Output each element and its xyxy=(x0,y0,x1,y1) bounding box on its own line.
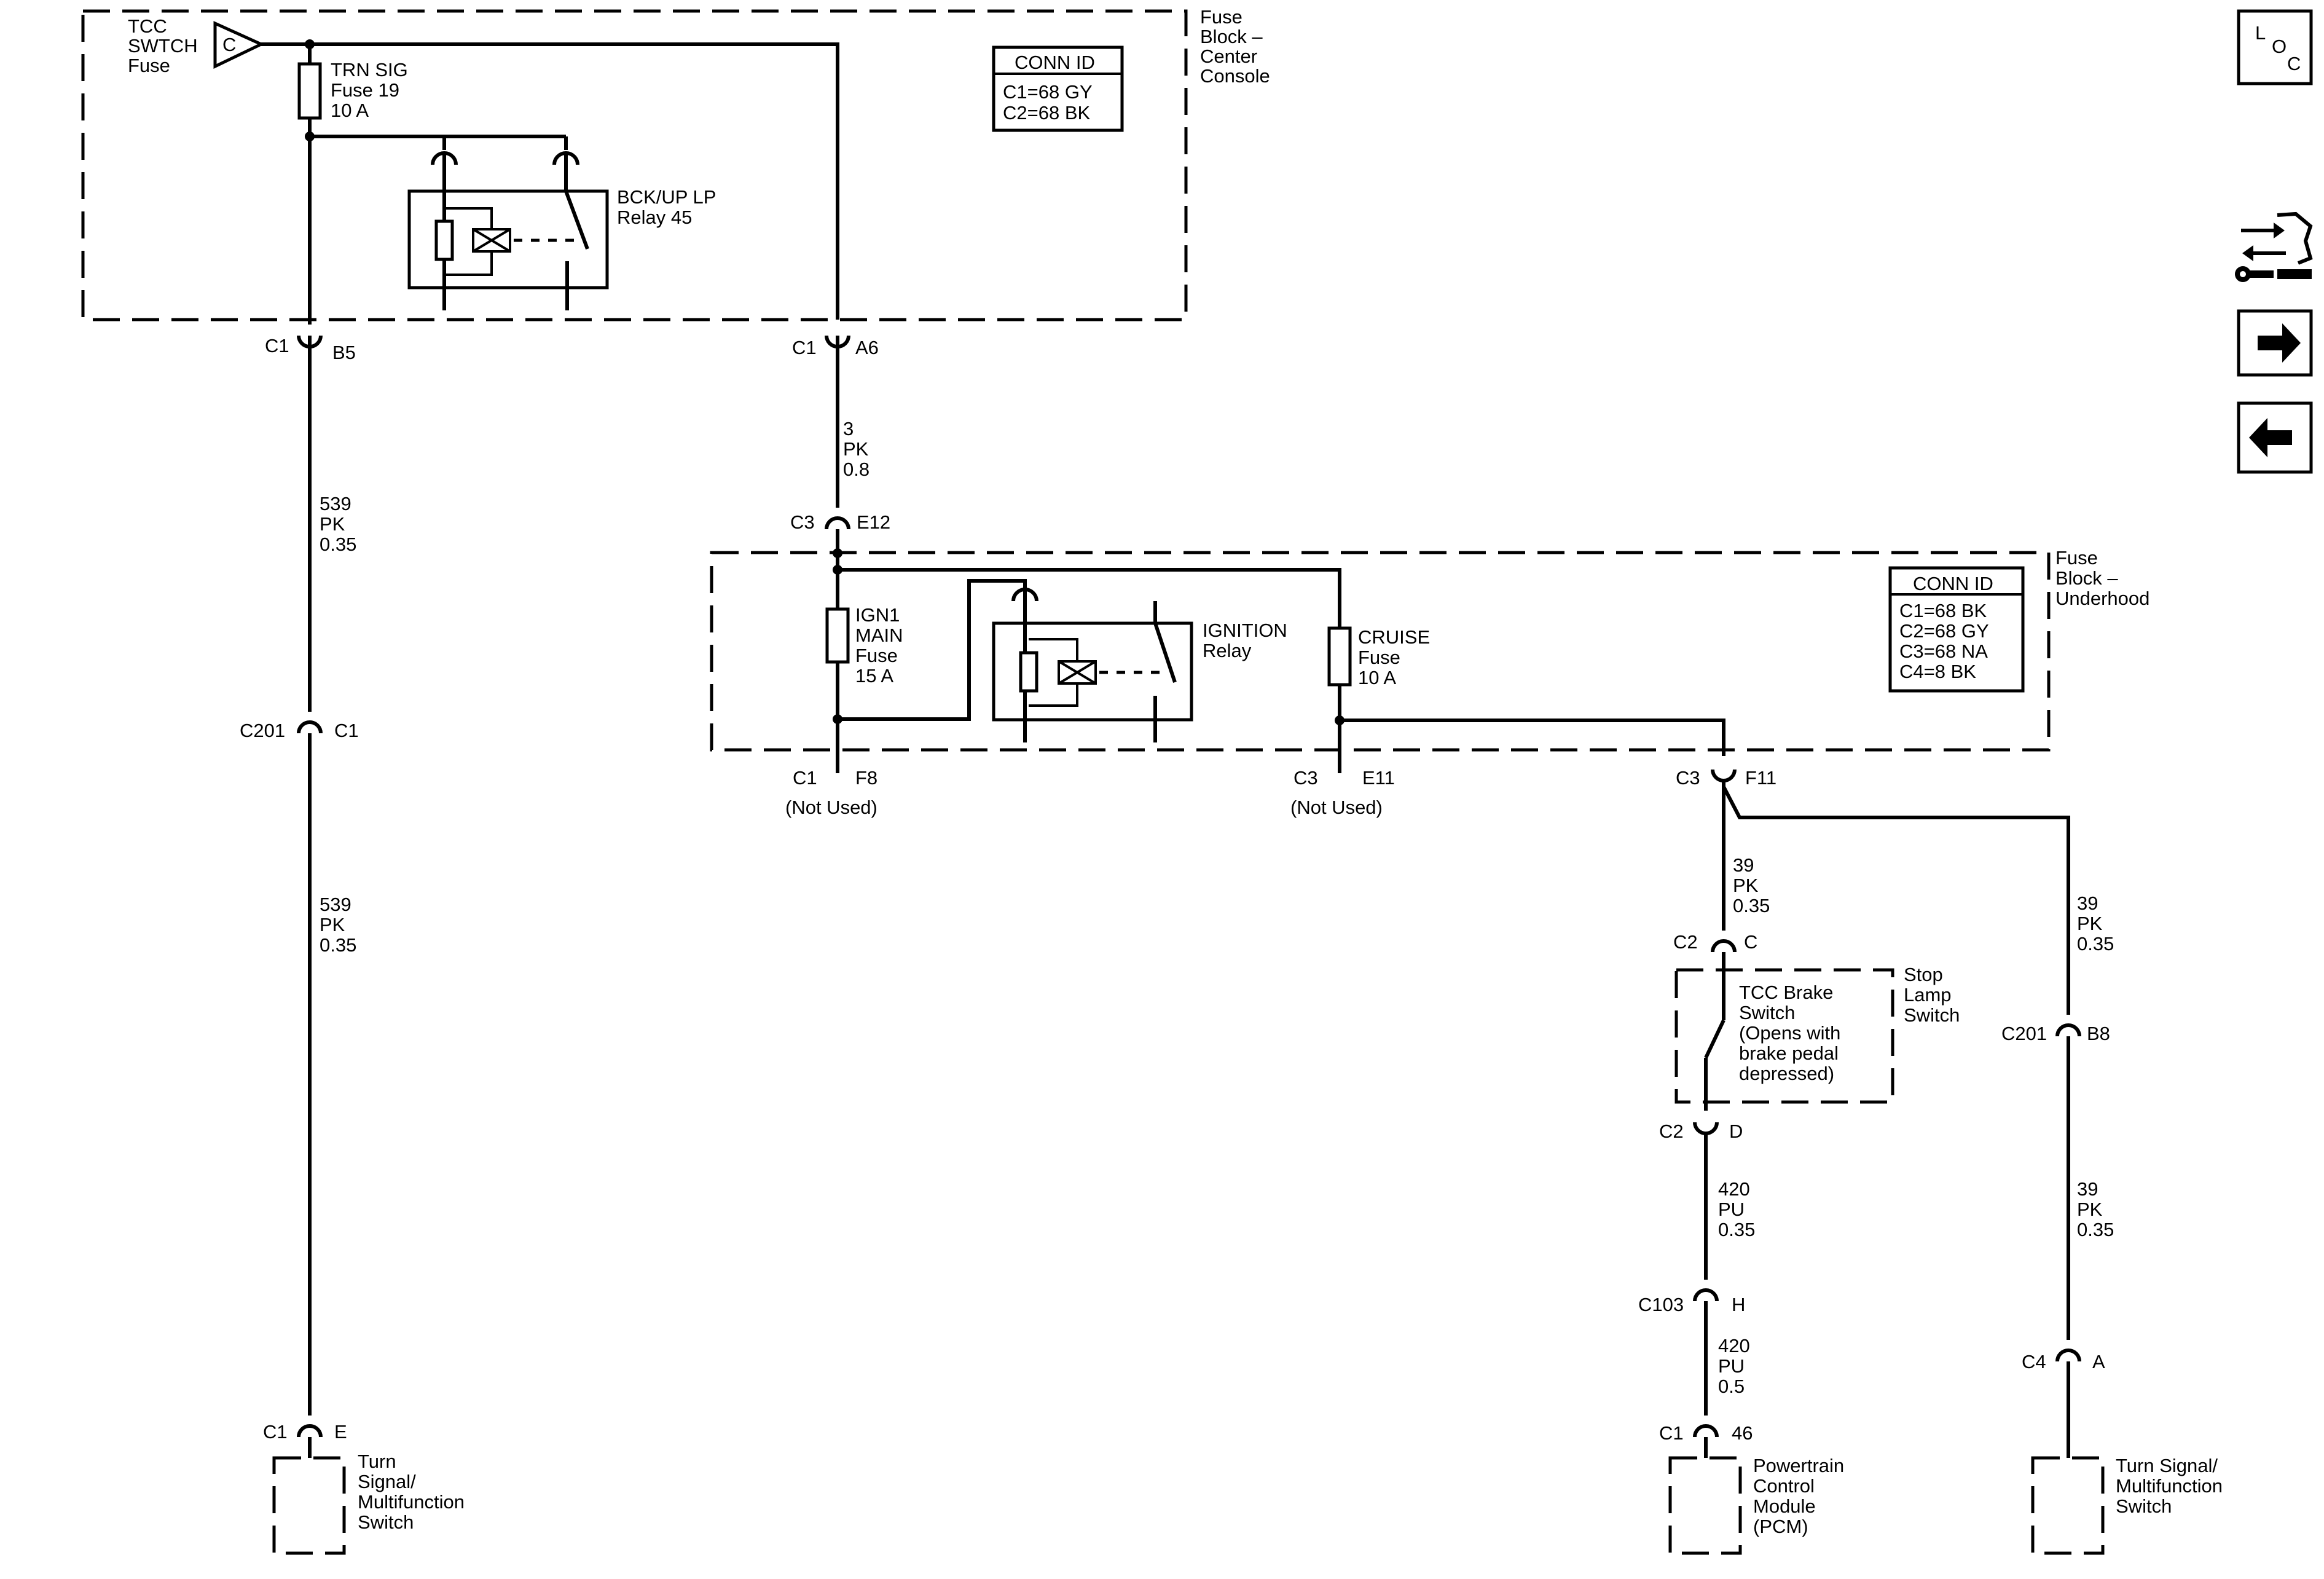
svg-text:C2=68 GY: C2=68 GY xyxy=(1899,620,1989,642)
wire-539-b: 539 PK 0.35 xyxy=(320,894,356,956)
connector-c201-b8 xyxy=(2055,1023,2081,1037)
not-used-label-f8: (Not Used) xyxy=(785,797,877,818)
underhood-fuse-block-outline xyxy=(710,551,2051,752)
pcm-label: Powertrain Control Module (PCM) xyxy=(1753,1455,1850,1537)
bckup-lp-relay xyxy=(407,136,609,310)
cruise-fuse-label: CRUISE Fuse 10 A xyxy=(1358,626,1435,688)
wire-420-b: 420 PU 0.5 xyxy=(1718,1335,1755,1397)
connector-c3-f11 xyxy=(1711,769,1737,782)
previous-arrow-icon[interactable] xyxy=(2237,401,2313,474)
svg-text:C1=68 GY: C1=68 GY xyxy=(1003,81,1093,103)
stop-lamp-switch-label: Stop Lamp Switch xyxy=(1904,964,1960,1026)
tcc-brake-switch xyxy=(1704,952,1725,1111)
connector-c103-h xyxy=(1693,1288,1719,1302)
feed-wire-a6 xyxy=(261,42,839,320)
ign1-main-fuse-label: IGN1 MAIN Fuse 15 A xyxy=(855,604,908,687)
svg-text:C1: C1 xyxy=(792,337,817,358)
svg-text:46: 46 xyxy=(1732,1422,1753,1444)
svg-text:E11: E11 xyxy=(1362,767,1395,789)
ignition-relay-label: IGNITION Relay xyxy=(1203,620,1292,661)
svg-text:C: C xyxy=(1744,931,1757,953)
stop-lamp-switch-outline xyxy=(1674,968,1894,1104)
wire-420-a: 420 PU 0.35 xyxy=(1718,1178,1755,1240)
svg-text:A: A xyxy=(2092,1351,2105,1372)
next-arrow-icon[interactable] xyxy=(2237,309,2313,377)
wire-39-a: 39 PK 0.35 xyxy=(1733,854,1770,916)
svg-text:C103: C103 xyxy=(1638,1294,1684,1315)
trn-sig-fuse xyxy=(297,62,322,120)
turn-signal-switch-left-label: Turn Signal/ Multifunction Switch xyxy=(358,1451,470,1533)
wire-539-a: 539 PK 0.35 xyxy=(320,493,356,555)
loc-icon[interactable]: L O C xyxy=(2237,9,2313,85)
connector-c2-c xyxy=(1711,939,1737,953)
turn-signal-switch-left xyxy=(272,1456,346,1555)
connector-c3-e12 xyxy=(825,516,850,530)
svg-text:C201: C201 xyxy=(240,720,285,741)
cruise-fuse xyxy=(1327,626,1352,687)
connector-c1-e xyxy=(297,1424,323,1438)
pcm-module xyxy=(1668,1456,1742,1555)
underhood-block-title: Fuse Block – Underhood xyxy=(2055,547,2149,609)
center-console-block-title: Fuse Block – Center Console xyxy=(1200,6,1270,87)
connector-c201-c1 xyxy=(297,720,323,734)
tcc-brake-switch-label: TCC Brake Switch (Opens with brake pedal… xyxy=(1739,982,1846,1084)
turn-signal-switch-right xyxy=(2031,1456,2105,1555)
svg-text:E12: E12 xyxy=(857,511,890,533)
connector-c4-a xyxy=(2055,1349,2081,1362)
svg-text:C1: C1 xyxy=(793,767,817,789)
svg-text:C4=8 BK: C4=8 BK xyxy=(1899,661,1976,682)
wire-39-b: 39 PK 0.35 xyxy=(2077,892,2114,955)
svg-text:C: C xyxy=(2287,53,2301,74)
svg-text:O: O xyxy=(2272,36,2287,57)
trn-sig-fuse-label: TRN SIG Fuse 19 10 A xyxy=(331,59,413,121)
svg-text:L: L xyxy=(2255,22,2266,44)
svg-text:C2=68 BK: C2=68 BK xyxy=(1003,102,1091,124)
connector-tools-icon[interactable] xyxy=(2235,211,2313,282)
svg-text:F8: F8 xyxy=(855,767,877,789)
center-console-fuse-block-outline xyxy=(81,9,1188,321)
svg-text:H: H xyxy=(1732,1294,1745,1315)
svg-text:C3: C3 xyxy=(1294,767,1318,789)
svg-text:D: D xyxy=(1729,1120,1743,1142)
svg-text:C1: C1 xyxy=(263,1421,288,1443)
bckup-lp-relay-label: BCK/UP LP Relay 45 xyxy=(617,186,721,228)
tcc-swtch-fuse-label: TCC SWTCH Fuse xyxy=(128,15,203,76)
svg-text:C3=68 NA: C3=68 NA xyxy=(1899,640,1988,662)
not-used-label-e11: (Not Used) xyxy=(1290,797,1383,818)
svg-text:C3: C3 xyxy=(1676,767,1700,789)
svg-text:A6: A6 xyxy=(855,337,879,358)
underhood-conn-id-table: CONN ID C1=68 BK C2=68 GY C3=68 NA C4=8 … xyxy=(1888,566,2025,693)
wire-3-pk: 3 PK 0.8 xyxy=(843,418,874,480)
svg-text:C2: C2 xyxy=(1659,1120,1684,1142)
turn-signal-switch-right-label: Turn Signal/ Multifunction Switch xyxy=(2116,1455,2228,1517)
svg-text:F11: F11 xyxy=(1745,767,1776,789)
svg-text:C1: C1 xyxy=(265,335,289,356)
connector-c1-46 xyxy=(1693,1424,1719,1438)
svg-text:B8: B8 xyxy=(2087,1023,2110,1044)
svg-text:C1: C1 xyxy=(334,720,359,741)
svg-text:E: E xyxy=(334,1421,347,1443)
svg-text:C4: C4 xyxy=(2022,1351,2046,1372)
center-conn-id-table: CONN ID C1=68 GY C2=68 BK xyxy=(992,45,1124,132)
svg-text:B5: B5 xyxy=(332,342,356,363)
svg-text:C201: C201 xyxy=(2001,1023,2047,1044)
svg-text:C1: C1 xyxy=(1659,1422,1684,1444)
svg-text:C2: C2 xyxy=(1673,931,1698,953)
svg-text:C1=68 BK: C1=68 BK xyxy=(1899,600,1987,621)
connector-c2-d xyxy=(1693,1122,1719,1135)
svg-text:C3: C3 xyxy=(790,511,815,533)
ign1-main-fuse xyxy=(825,607,850,664)
tcc-fuse-letter: C xyxy=(222,34,236,55)
ignition-relay xyxy=(992,588,1193,742)
svg-text:CONN ID: CONN ID xyxy=(1015,52,1095,73)
wire-39-c: 39 PK 0.35 xyxy=(2077,1178,2114,1240)
svg-text:CONN ID: CONN ID xyxy=(1913,573,1993,594)
tcc-swtch-fuse-triangle xyxy=(213,21,265,69)
